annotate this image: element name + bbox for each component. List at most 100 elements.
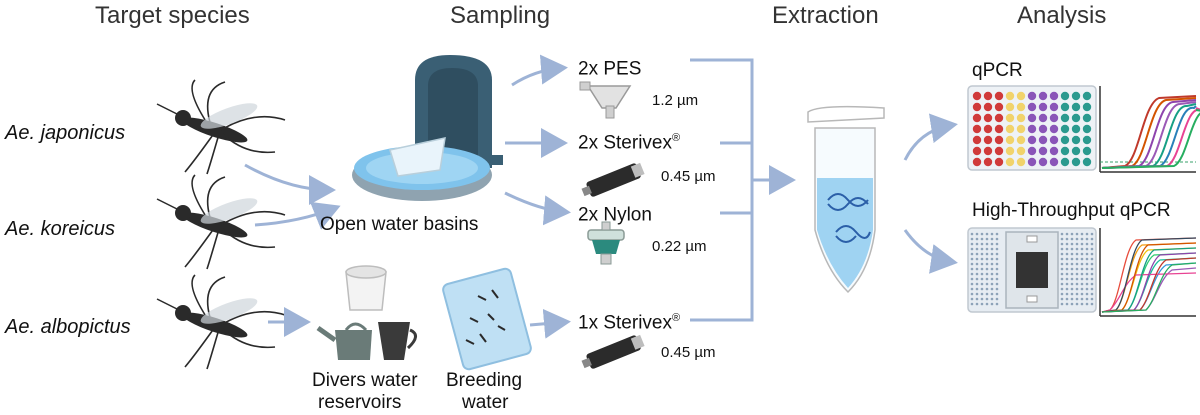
amplification-curve xyxy=(1101,247,1197,313)
filter-label-sterivex-2x: 2x Sterivex® xyxy=(578,132,681,154)
chip-well xyxy=(1070,272,1074,276)
breeding-water-label-line2: water xyxy=(462,392,509,413)
chip-well xyxy=(970,242,974,246)
chip-well xyxy=(985,292,989,296)
chip-well xyxy=(1075,277,1079,281)
chip-well xyxy=(1080,267,1084,271)
chip-well xyxy=(970,297,974,301)
chip-well xyxy=(990,297,994,301)
plate-well xyxy=(1038,146,1048,156)
chip-well xyxy=(1060,247,1064,251)
chip-well xyxy=(1090,247,1094,251)
divers-water-label-line2: reservoirs xyxy=(318,392,402,413)
chip-well xyxy=(1085,267,1089,271)
arrow-to-htqpcr xyxy=(903,229,958,274)
chip-well xyxy=(1080,272,1084,276)
chip-well xyxy=(1085,252,1089,256)
filter-pore-pes: 1.2 µm xyxy=(652,92,699,109)
chip-well xyxy=(995,297,999,301)
chip-well xyxy=(1070,232,1074,236)
chip-well xyxy=(970,252,974,256)
chip-well xyxy=(1080,257,1084,261)
chip-well xyxy=(1060,282,1064,286)
chip-well xyxy=(1065,292,1069,296)
filter-label-sterivex-1x: 1x Sterivex® xyxy=(578,312,681,334)
chip-well xyxy=(975,282,979,286)
chip-well xyxy=(975,257,979,261)
chip-well xyxy=(1070,277,1074,281)
plate-well xyxy=(994,135,1004,145)
plate-well xyxy=(1082,102,1092,112)
plate-well xyxy=(1060,146,1070,156)
plate-well xyxy=(1005,135,1015,145)
plate-well xyxy=(1049,124,1059,134)
plate-well xyxy=(1071,91,1081,101)
chip-well xyxy=(995,257,999,261)
chip-well xyxy=(995,262,999,266)
chip-well xyxy=(1080,232,1084,236)
chip-well xyxy=(1090,277,1094,281)
chip-well xyxy=(1080,277,1084,281)
chip-well xyxy=(1080,252,1084,256)
chip-well xyxy=(995,267,999,271)
chip-well xyxy=(980,297,984,301)
plate-well xyxy=(1060,157,1070,167)
extraction-tube-icon xyxy=(807,105,885,294)
chip-well xyxy=(1065,297,1069,301)
amplification-curve xyxy=(1101,105,1197,169)
chip-well xyxy=(975,272,979,276)
plate-well xyxy=(1071,102,1081,112)
htqpcr-label: High-Throughput qPCR xyxy=(972,200,1171,221)
chip-well xyxy=(1085,302,1089,306)
species-label-japonicus: Ae. japonicus xyxy=(5,122,126,144)
chip-well xyxy=(980,292,984,296)
plate-well xyxy=(1016,91,1026,101)
qpcr-curves-icon xyxy=(1099,86,1200,173)
chip-well xyxy=(1060,237,1064,241)
chip-well xyxy=(995,237,999,241)
plate-well xyxy=(1082,91,1092,101)
plate-well xyxy=(1027,157,1037,167)
chip-well xyxy=(1075,272,1079,276)
plate-well xyxy=(1082,135,1092,145)
plate-well xyxy=(1082,124,1092,134)
chip-well xyxy=(985,267,989,271)
amplification-curve xyxy=(1101,99,1197,169)
chip-well xyxy=(1065,257,1069,261)
chip-well xyxy=(1085,297,1089,301)
bracket-lines xyxy=(690,58,754,322)
chip-well xyxy=(1090,282,1094,286)
chip-well xyxy=(980,247,984,251)
plate-well xyxy=(1038,113,1048,123)
chip-well xyxy=(975,292,979,296)
chip-well xyxy=(990,272,994,276)
plate-well xyxy=(1005,102,1015,112)
plate-well xyxy=(983,135,993,145)
chip-well xyxy=(985,262,989,266)
chip-well xyxy=(970,287,974,291)
plate-well xyxy=(972,135,982,145)
filter-pore-nylon: 0.22 µm xyxy=(652,238,707,255)
chip-well xyxy=(1085,272,1089,276)
mosquito-japonicus-icon xyxy=(156,79,286,175)
arrow-japonicus-to-basin xyxy=(244,163,336,205)
open-water-basins-label: Open water basins xyxy=(320,214,479,235)
chip-well xyxy=(1090,287,1094,291)
plate-well xyxy=(972,91,982,101)
plate-well xyxy=(1060,91,1070,101)
chip-well xyxy=(1075,282,1079,286)
plate-well xyxy=(972,157,982,167)
chip-well xyxy=(985,237,989,241)
chip-well xyxy=(985,242,989,246)
chip-well xyxy=(1080,237,1084,241)
chip-well xyxy=(1070,252,1074,256)
pes-filter-icon xyxy=(579,81,632,119)
watering-can-icon xyxy=(316,322,372,360)
arrow-basin-to-pes xyxy=(511,54,568,87)
chip-well xyxy=(980,232,984,236)
chip-well xyxy=(985,232,989,236)
chip-well xyxy=(970,292,974,296)
nylon-filter-icon xyxy=(587,221,625,265)
